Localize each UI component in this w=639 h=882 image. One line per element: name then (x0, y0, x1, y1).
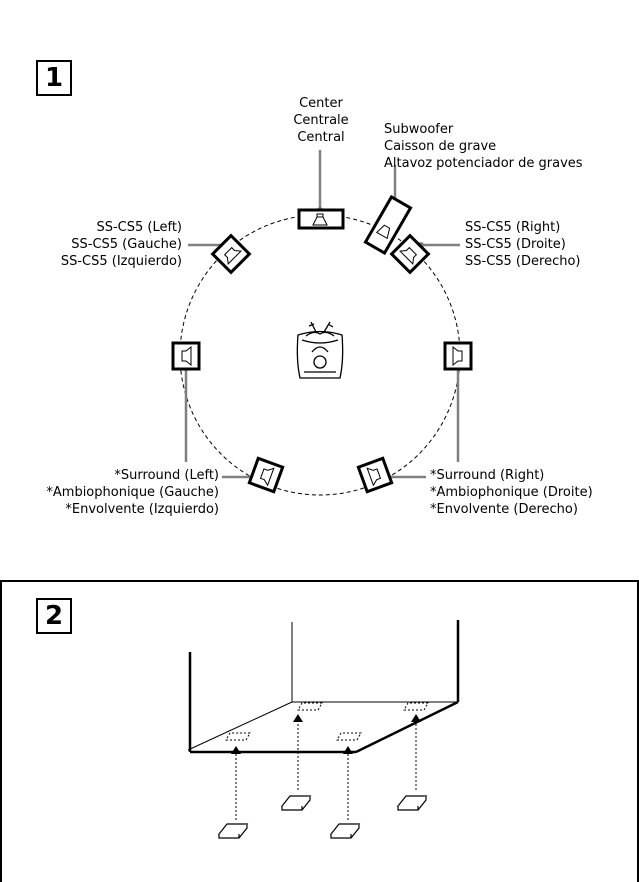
foot-pad-diagram (187, 620, 460, 839)
surround-left-speaker-icon (247, 456, 285, 494)
figure-2-number: 2 (36, 598, 72, 634)
subwoofer-label: Subwoofer Caisson de grave Altavoz poten… (384, 122, 583, 171)
surround-left-label: *Surround (Left) *Ambiophonique (Gauche)… (46, 468, 219, 517)
figure-1-number: 1 (36, 60, 72, 96)
surround-right-speaker-icon (356, 456, 394, 494)
foot-pad-icon (329, 823, 361, 839)
foot-pad-icon (280, 795, 312, 811)
side-left-speaker-icon (171, 341, 201, 371)
speaker-layout-diagram (171, 150, 473, 496)
front-left-label: SS-CS5 (Left) SS-CS5 (Gauche) SS-CS5 (Iz… (60, 220, 182, 269)
front-right-speaker-icon (389, 233, 431, 275)
front-right-label: SS-CS5 (Right) SS-CS5 (Droite) SS-CS5 (D… (465, 220, 581, 269)
side-right-speaker-icon (443, 341, 473, 371)
listener-armchair-icon (296, 321, 344, 379)
speaker-right-diagonal (355, 700, 459, 754)
subwoofer-icon (363, 194, 413, 256)
center-speaker-icon (297, 208, 345, 230)
foot-pad-icon (217, 823, 249, 839)
surround-right-label: *Surround (Right) *Ambiophonique (Droite… (430, 468, 593, 517)
figure-2-frame (0, 580, 639, 882)
front-left-speaker-icon (210, 233, 252, 275)
foot-pad-icon (396, 795, 428, 811)
speaker-bottom-back (187, 701, 293, 751)
center-label: Center Centrale Central (293, 96, 349, 145)
